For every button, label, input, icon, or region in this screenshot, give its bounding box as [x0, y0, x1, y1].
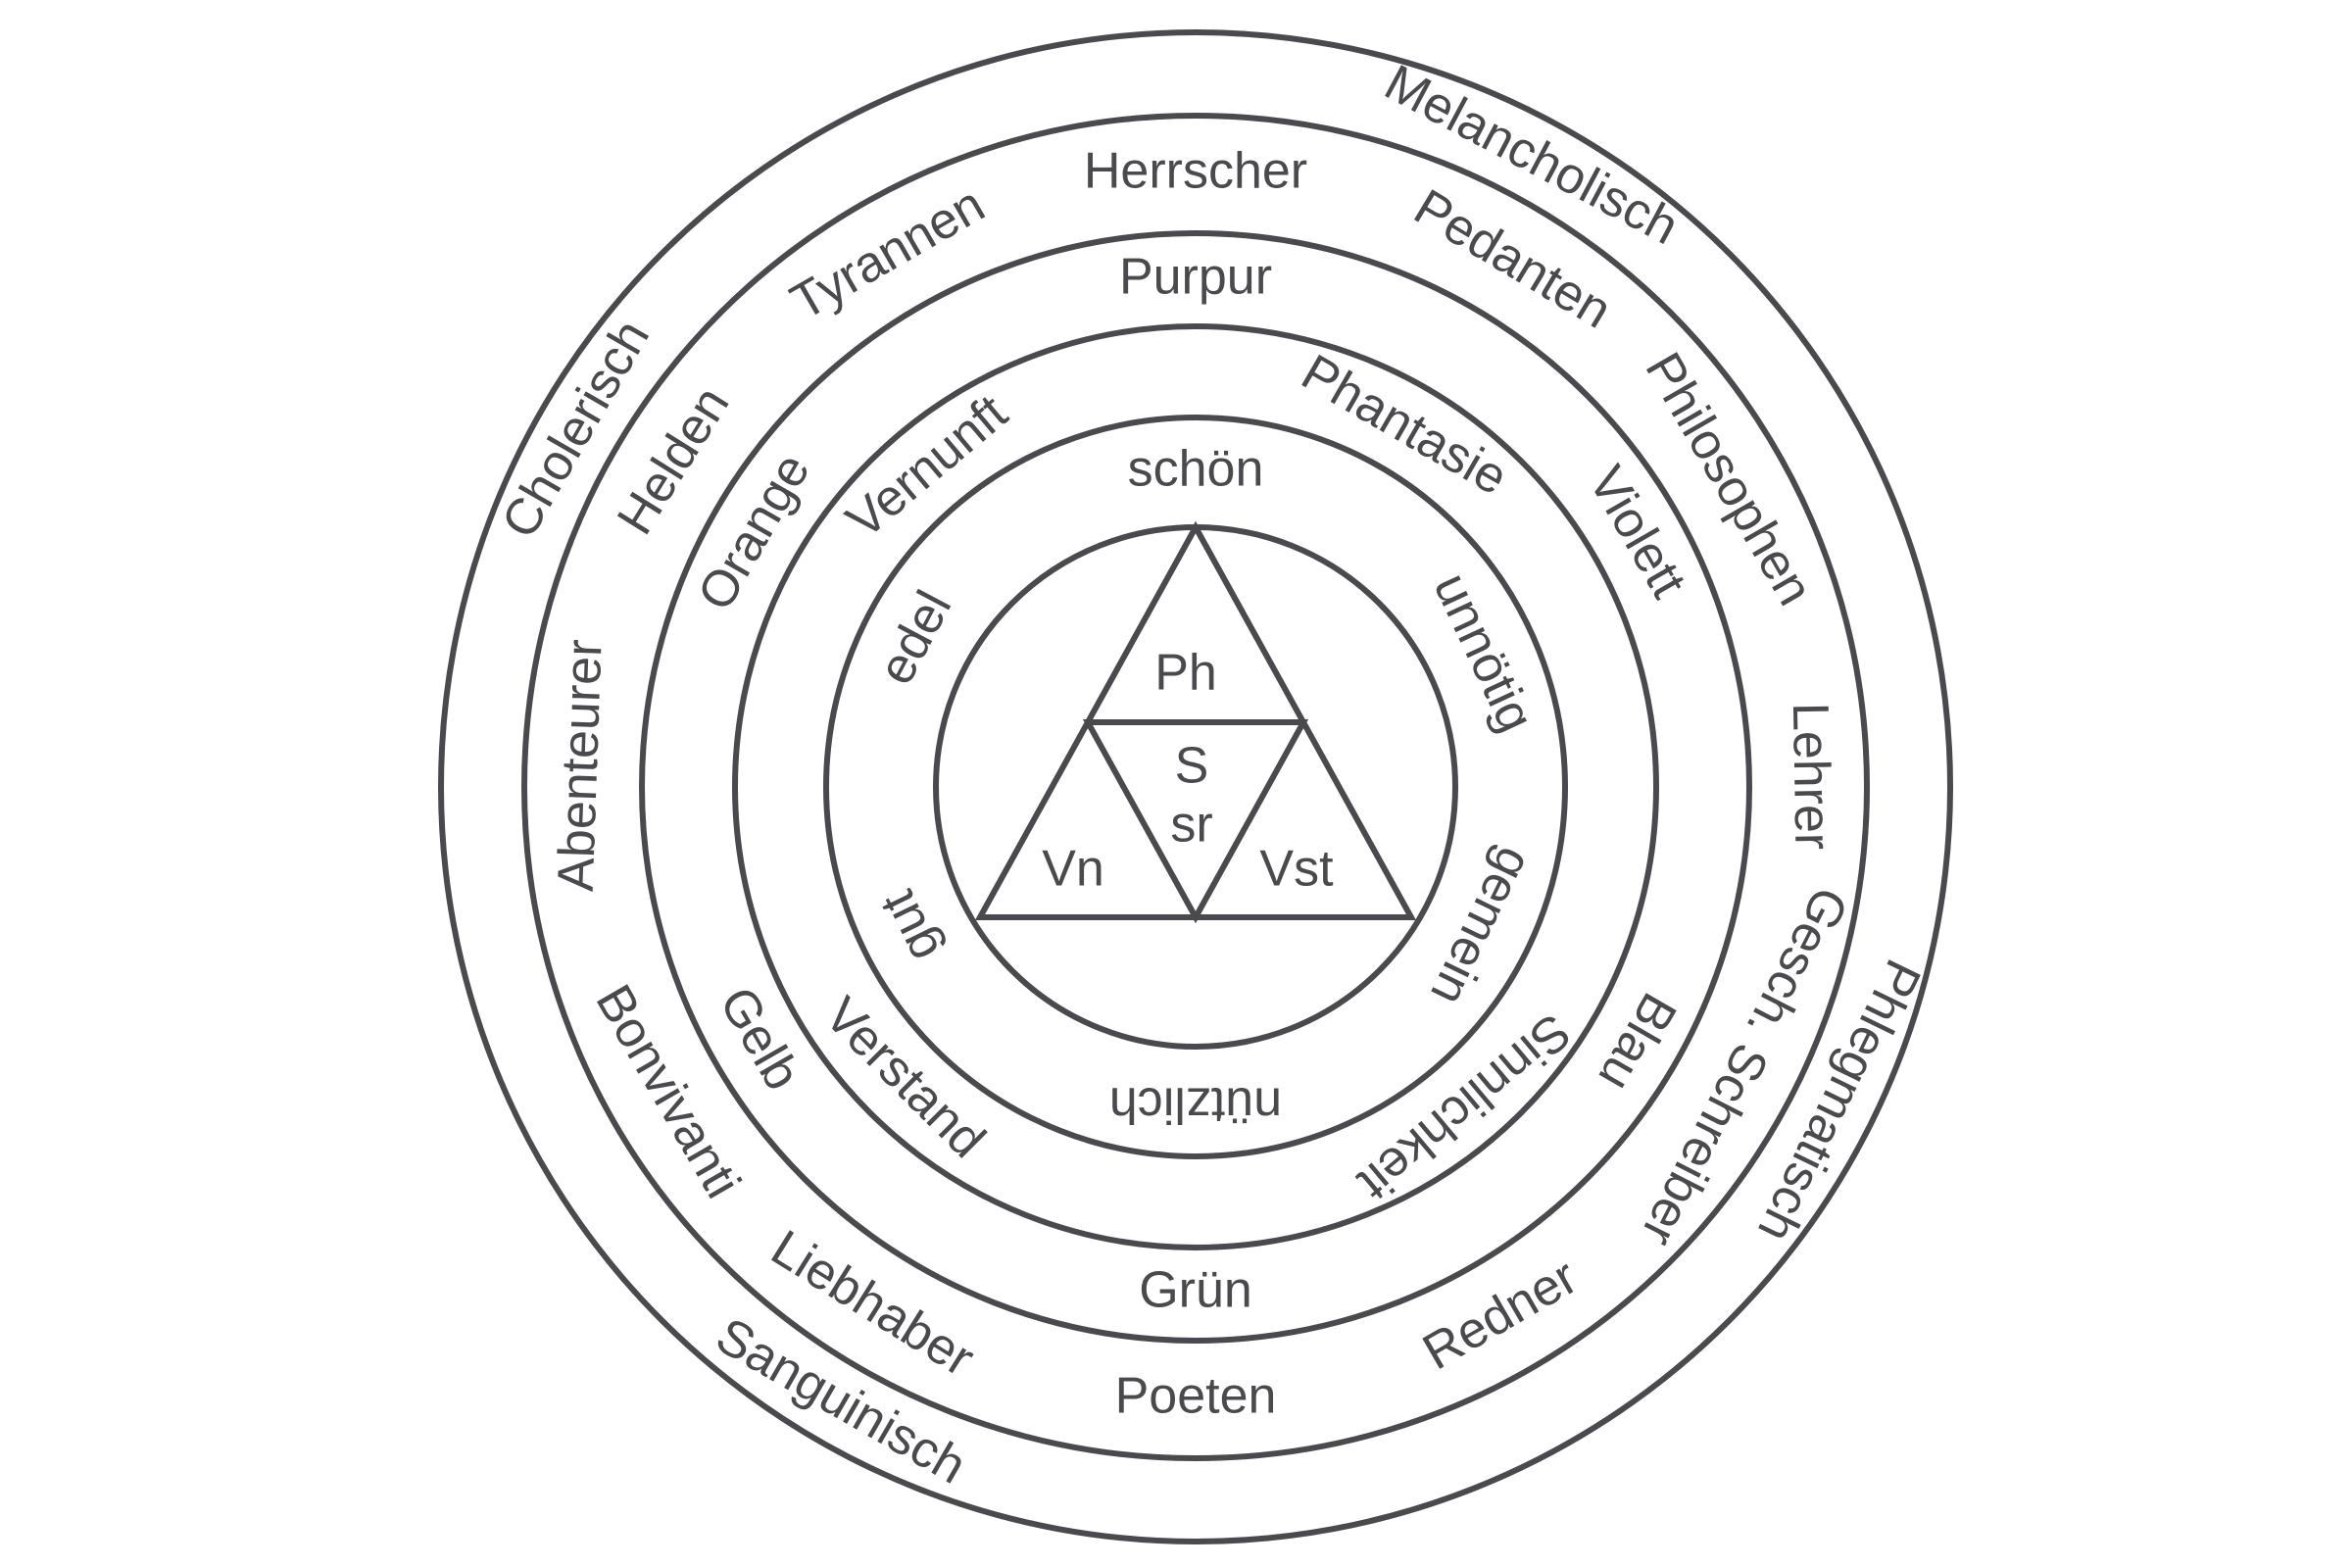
ring-5 — [823, 415, 1568, 1159]
ring-label-types-9: Abenteurer — [548, 639, 613, 893]
ring-3 — [639, 230, 1752, 1344]
ring-outer — [438, 29, 1953, 1544]
ring-label-types-6: Poeten — [1115, 1368, 1277, 1425]
triangle-center-top-label: S — [1175, 738, 1209, 795]
triangle-top-label: Ph — [1154, 645, 1217, 702]
ring-label-types-0: Herrscher — [1084, 143, 1307, 200]
triangle-left-label: Vn — [1042, 841, 1104, 898]
ring-label-colors-3: Grün — [1139, 1262, 1252, 1319]
triangle-right-label: Vst — [1259, 841, 1334, 898]
ring-label-types-3: Lehrer — [1782, 702, 1841, 850]
triangle-center-bottom-label: sr — [1170, 797, 1212, 854]
ring-4 — [732, 323, 1659, 1250]
ring-label-qualities-3: nützlich — [1109, 1076, 1282, 1133]
ring-label-qualities-0: schön — [1128, 441, 1264, 498]
ring-2 — [521, 113, 1870, 1461]
ring-label-colors-0: Purpur — [1119, 249, 1272, 306]
triangle-inner — [1082, 719, 1309, 924]
